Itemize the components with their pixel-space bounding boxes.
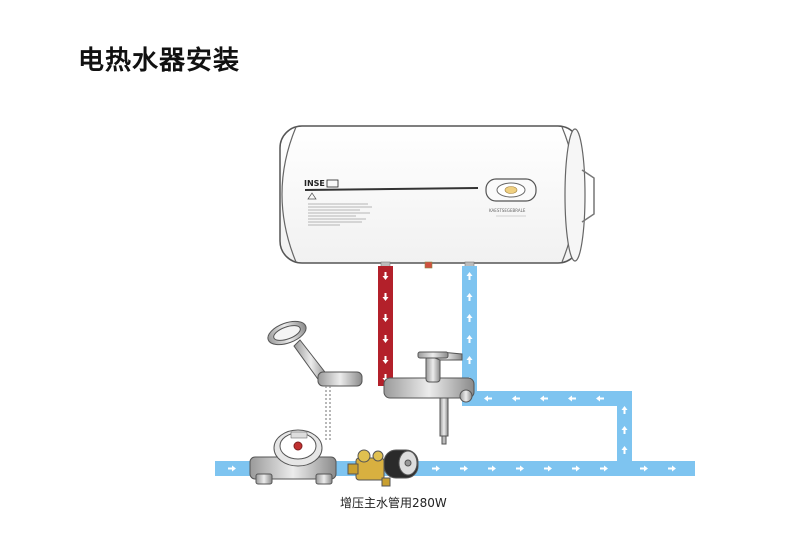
brand-logo-icon <box>326 179 339 188</box>
mixing-faucet-icon <box>383 351 475 445</box>
water-heater: INSE KAESTSEGEBRALE <box>279 125 595 269</box>
pump-caption: 增压主水管用280W <box>340 496 447 510</box>
drain-valve-icon <box>424 261 433 269</box>
heater-brand: INSE <box>304 179 325 188</box>
hot-water-pipe <box>378 266 393 386</box>
warning-icon <box>307 192 317 200</box>
page-title: 电热水器安装 <box>78 46 241 76</box>
booster-pump-icon <box>347 449 419 487</box>
temperature-dial-icon <box>485 178 537 202</box>
water-meter-icon <box>249 429 337 485</box>
control-label: KAESTSEGEBRALE <box>489 208 526 213</box>
warning-label <box>307 192 372 226</box>
shower-head-icon <box>267 320 363 440</box>
